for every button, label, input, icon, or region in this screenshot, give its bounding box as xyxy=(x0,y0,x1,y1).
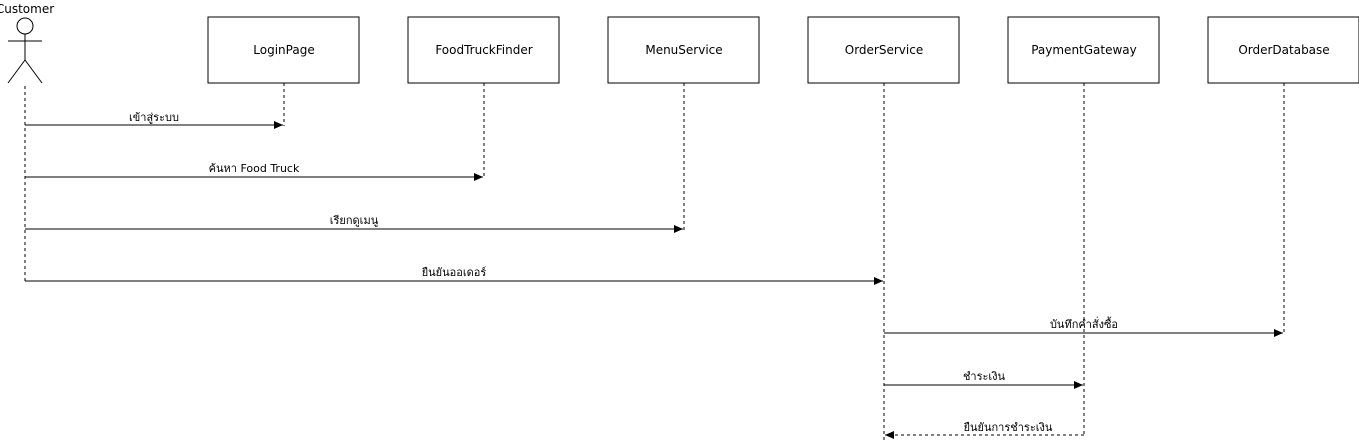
participant-label: MenuService xyxy=(645,43,722,57)
participant-box xyxy=(1007,16,1160,84)
participant-label: OrderDatabase xyxy=(1238,43,1329,57)
participant-label: PaymentGateway xyxy=(1031,43,1137,57)
message-label: ค้นหา Food Truck xyxy=(209,162,300,175)
message-label: ยืนยันการชำระเงิน xyxy=(964,421,1053,434)
message-label: ยืนยันออเดอร์ xyxy=(422,266,487,279)
actor-right-leg xyxy=(24,59,43,84)
participant-menuservice[interactable]: MenuService xyxy=(607,16,760,84)
message-view-menu[interactable]: เรียกดูเมนู xyxy=(25,214,683,233)
participant-box xyxy=(407,16,560,84)
message-label: เข้าสู่ระบบ xyxy=(129,111,179,124)
message-label: ชำระเงิน xyxy=(963,370,1006,383)
message-save-order[interactable]: บันทึกคำสั่งซื้อ xyxy=(884,316,1283,337)
participant-box xyxy=(807,16,960,84)
actor-label: Customer xyxy=(0,2,54,16)
participant-orderservice[interactable]: OrderService xyxy=(807,16,960,84)
message-pay[interactable]: ชำระเงิน xyxy=(884,370,1083,389)
participant-label: LoginPage xyxy=(253,43,314,57)
participant-paymentgateway[interactable]: PaymentGateway xyxy=(1007,16,1160,84)
message-label: บันทึกคำสั่งซื้อ xyxy=(1050,316,1118,331)
participant-loginpage[interactable]: LoginPage xyxy=(207,16,360,84)
participant-foodtruckfinder[interactable]: FoodTruckFinder xyxy=(407,16,560,84)
actor-head-icon xyxy=(16,17,34,35)
participant-label: FoodTruckFinder xyxy=(435,43,532,57)
message-login[interactable]: เข้าสู่ระบบ xyxy=(25,111,283,129)
participant-box xyxy=(207,16,360,84)
participant-orderdatabase[interactable]: OrderDatabase xyxy=(1207,16,1359,84)
message-search-foodtruck[interactable]: ค้นหา Food Truck xyxy=(25,162,483,181)
participant-label: OrderService xyxy=(845,43,923,57)
participant-box xyxy=(607,16,760,84)
message-confirm-payment-return[interactable]: ยืนยันการชำระเงิน xyxy=(885,421,1084,439)
message-label: เรียกดูเมนู xyxy=(330,214,379,227)
message-confirm-order[interactable]: ยืนยันออเดอร์ xyxy=(25,266,883,285)
actor-left-leg xyxy=(7,59,26,84)
actor-customer[interactable]: Customer xyxy=(0,2,54,84)
